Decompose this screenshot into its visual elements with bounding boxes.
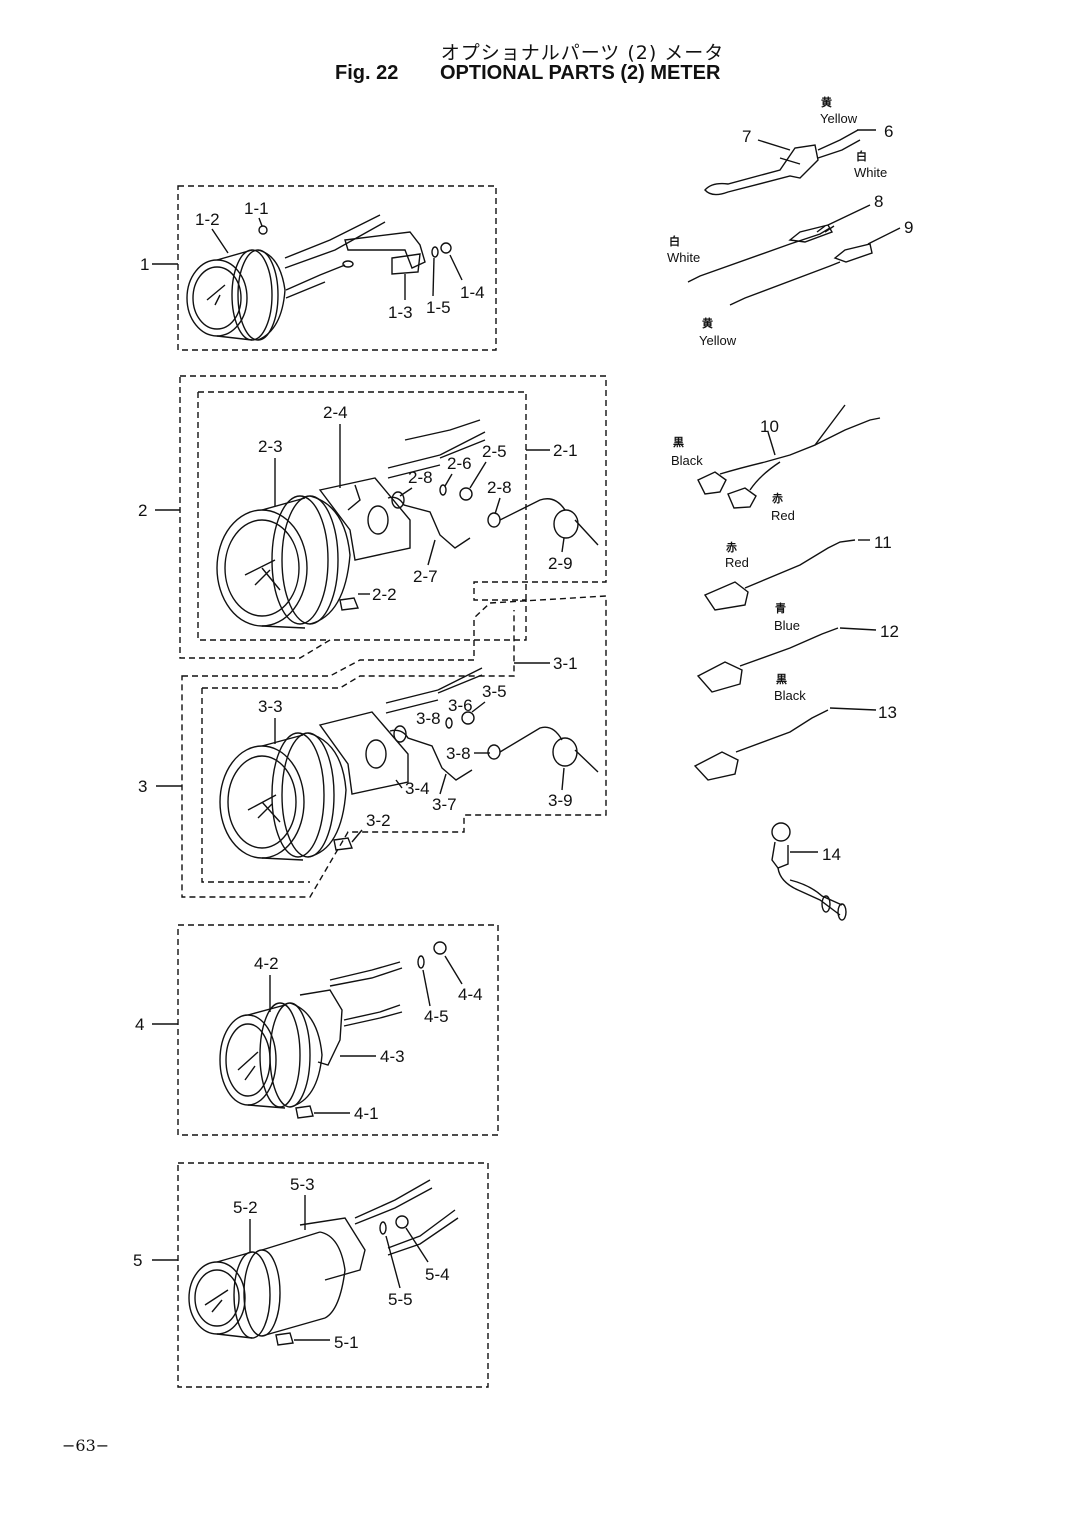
wire-color-yellow-9: Yellow xyxy=(699,333,737,348)
part-label-3-6: 3-6 xyxy=(448,696,473,715)
gauge-3-drawing xyxy=(219,667,599,861)
part-label-1-4: 1-4 xyxy=(460,283,485,302)
group-4: 4 4-2 4-3 4-4 4-5 4-1 xyxy=(135,924,499,1136)
part-label-2-1: 2-1 xyxy=(553,441,578,460)
japanese-title: オプショナルパーツ (2) メータ xyxy=(440,42,725,64)
part-label-3-9: 3-9 xyxy=(548,791,573,810)
wire-color-red-jp-10: 赤 xyxy=(772,491,783,505)
wire-color-black-13: Black xyxy=(774,688,806,703)
wire-color-black-10: Black xyxy=(671,453,703,468)
item-label-9: 9 xyxy=(904,218,913,237)
wire-color-white-8: White xyxy=(667,250,700,265)
page-number: −63− xyxy=(62,1436,110,1455)
item-label-6: 6 xyxy=(884,122,893,141)
figure-number: Fig. 22 xyxy=(335,62,399,84)
part-label-4-4: 4-4 xyxy=(458,985,483,1004)
part-label-2-4: 2-4 xyxy=(323,403,348,422)
wire-color-yellow-jp-9: 黄 xyxy=(702,316,713,330)
group-2-outer-frame xyxy=(179,375,607,659)
part-label-3-3: 3-3 xyxy=(258,697,283,716)
group-1-frame xyxy=(177,185,497,351)
harness-parts xyxy=(687,129,901,921)
gauge-1-drawing xyxy=(186,214,452,341)
part-label-3-4: 3-4 xyxy=(405,779,430,798)
wire-color-white-jp-6: 白 xyxy=(856,149,867,163)
group-3: 3 3-1 3-2 3-3 3-4 xyxy=(138,595,607,898)
part-label-3-8a: 3-8 xyxy=(416,709,441,728)
group-2: 2 2-1 2-2 2-3 xyxy=(138,375,607,659)
wire-color-white-jp-8: 白 xyxy=(669,234,680,248)
item-label-13: 13 xyxy=(878,703,897,722)
part-label-5-5: 5-5 xyxy=(388,1290,413,1309)
part-label-5-1: 5-1 xyxy=(334,1333,359,1352)
item-label-8: 8 xyxy=(874,192,883,211)
wire-color-black-jp-10: 黒 xyxy=(673,436,684,449)
part-label-2-3: 2-3 xyxy=(258,437,283,456)
part-label-5-2: 5-2 xyxy=(233,1198,258,1217)
item-label-11: 11 xyxy=(874,533,892,552)
part-label-2-8a: 2-8 xyxy=(408,468,433,487)
wire-color-red-jp-11: 赤 xyxy=(726,540,737,554)
part-label-2-9: 2-9 xyxy=(548,554,573,573)
part-label-3-7: 3-7 xyxy=(432,795,457,814)
wire-color-black-jp-13: 黒 xyxy=(776,673,787,686)
part-label-4-2: 4-2 xyxy=(254,954,279,973)
group-2-number: 2 xyxy=(138,501,147,520)
part-label-4-1: 4-1 xyxy=(354,1104,379,1123)
wire-color-white-6: White xyxy=(854,165,887,180)
group-3-number: 3 xyxy=(138,777,147,796)
figure-english-title: OPTIONAL PARTS (2) METER xyxy=(440,62,721,84)
item-label-14: 14 xyxy=(822,845,841,864)
part-label-3-8b: 3-8 xyxy=(446,744,471,763)
item-label-12: 12 xyxy=(880,622,899,641)
part-label-4-3: 4-3 xyxy=(380,1047,405,1066)
wire-color-blue-12: Blue xyxy=(774,618,800,633)
group-3-outer-frame xyxy=(181,595,607,898)
part-label-2-5: 2-5 xyxy=(482,442,507,461)
part-label-2-2: 2-2 xyxy=(372,585,397,604)
group-2-inner-frame xyxy=(197,391,527,641)
part-label-1-5: 1-5 xyxy=(426,298,451,317)
part-label-1-1: 1-1 xyxy=(244,199,269,218)
part-label-5-4: 5-4 xyxy=(425,1265,450,1284)
part-label-3-5: 3-5 xyxy=(482,682,507,701)
wire-color-red-10: Red xyxy=(771,508,795,523)
gauge-5-drawing xyxy=(188,1179,459,1346)
group-5: 5 5-2 5-3 5-4 5-5 5-1 xyxy=(133,1162,489,1388)
wire-color-yellow-jp-6: 黄 xyxy=(821,95,832,109)
part-label-1-2: 1-2 xyxy=(195,210,220,229)
group-3-inner-frame xyxy=(201,610,515,883)
item-label-10: 10 xyxy=(760,417,779,436)
part-label-1-3: 1-3 xyxy=(388,303,413,322)
group-4-number: 4 xyxy=(135,1015,144,1034)
part-label-3-1: 3-1 xyxy=(553,654,578,673)
group-5-number: 5 xyxy=(133,1251,142,1270)
gauge-4-drawing xyxy=(219,941,447,1119)
wire-color-yellow-6: Yellow xyxy=(820,111,858,126)
part-label-5-3: 5-3 xyxy=(290,1175,315,1194)
wire-color-blue-jp-12: 青 xyxy=(775,601,786,615)
part-label-2-7: 2-7 xyxy=(413,567,438,586)
part-label-2-6: 2-6 xyxy=(447,454,472,473)
wire-color-red-11: Red xyxy=(725,555,749,570)
part-label-2-8b: 2-8 xyxy=(487,478,512,497)
group-1-number: 1 xyxy=(140,255,149,274)
part-label-4-5: 4-5 xyxy=(424,1007,449,1026)
group-5-frame xyxy=(177,1162,489,1388)
group-1: 1 1-1 1-2 1-3 1-4 1-5 xyxy=(140,185,497,351)
group-4-frame xyxy=(177,924,499,1136)
gauge-2-drawing xyxy=(216,419,599,629)
part-label-3-2: 3-2 xyxy=(366,811,391,830)
item-label-7: 7 xyxy=(742,127,751,146)
